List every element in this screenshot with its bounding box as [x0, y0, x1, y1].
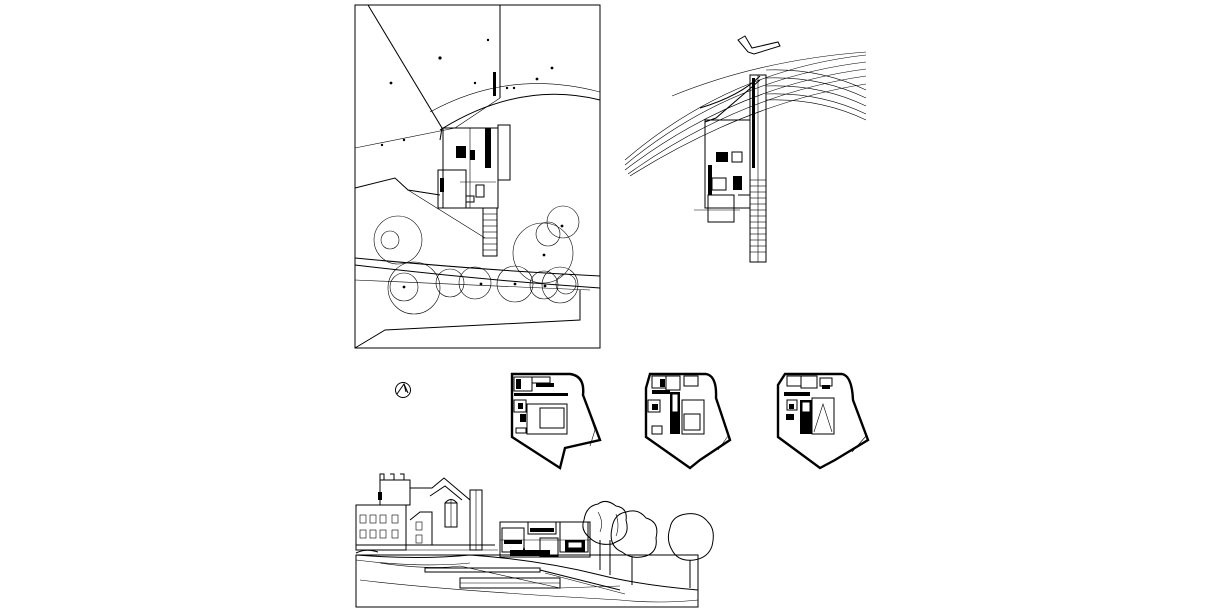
site-plan-house [437, 124, 511, 209]
site-boundary-line [367, 4, 443, 141]
site-section [355, 473, 714, 608]
floor-plan-2 [644, 372, 732, 470]
north-arrow-icon [395, 382, 411, 398]
section-house [499, 521, 591, 558]
roof-plan [624, 35, 867, 263]
roof-plan-marker [737, 35, 781, 55]
floor-plan-1 [510, 372, 602, 470]
curved-road [439, 93, 601, 131]
site-markers [380, 38, 554, 147]
section-church [355, 473, 498, 551]
site-trees [373, 205, 580, 315]
section-trees [582, 500, 714, 588]
site-plan [354, 4, 601, 349]
site-plan-frame [354, 4, 601, 349]
floor-plan-3 [776, 372, 870, 470]
north-arrow [395, 382, 411, 398]
roof-plan-house [694, 119, 751, 223]
site-plan-stair [482, 207, 498, 257]
